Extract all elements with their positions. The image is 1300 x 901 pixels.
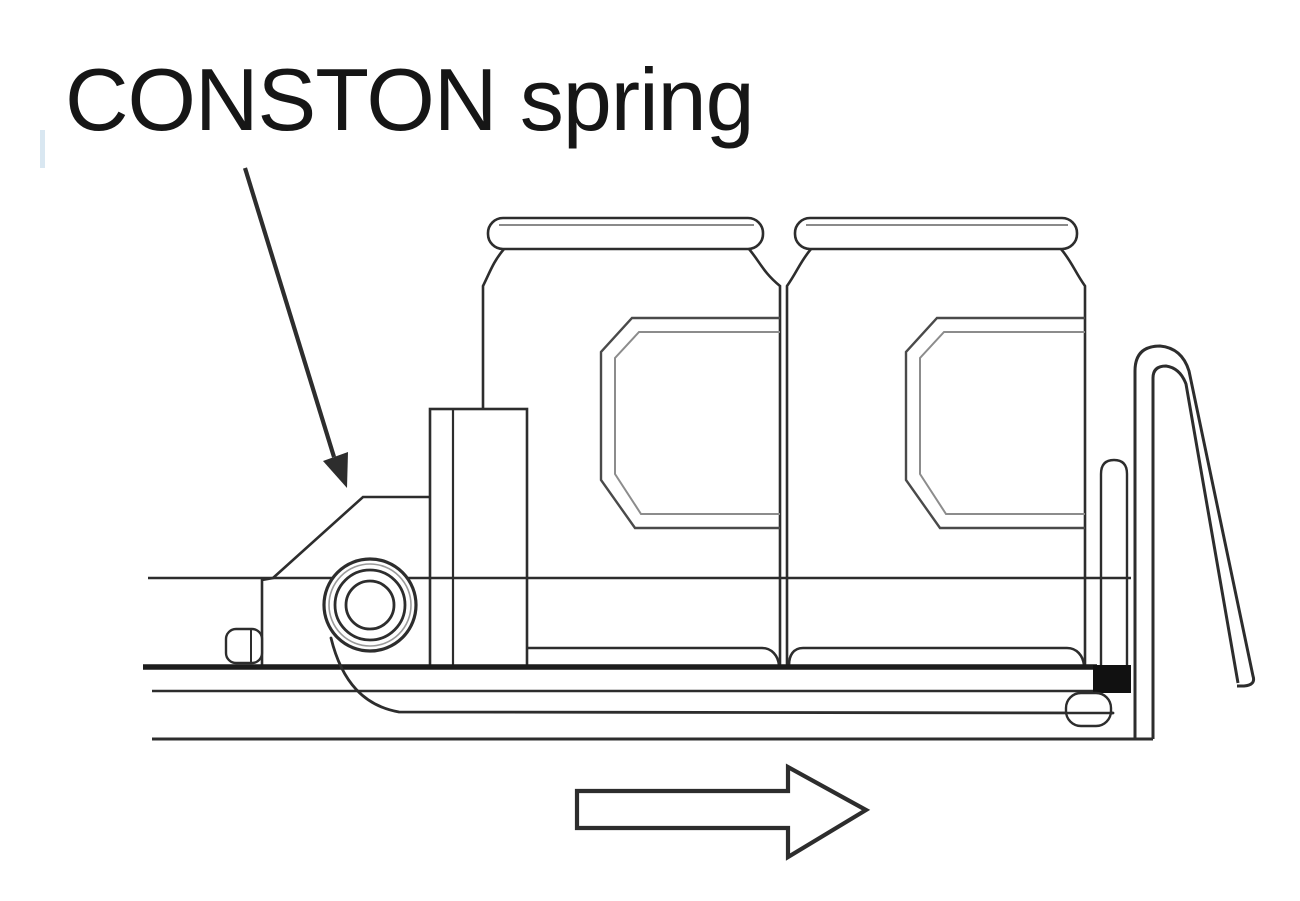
conston-spring-coil bbox=[322, 557, 418, 653]
jar-1-label-panel-outer bbox=[599, 316, 780, 530]
diagram-canvas: CONSTON spring bbox=[40, 50, 1256, 861]
jar-1 bbox=[481, 216, 782, 666]
jar-2 bbox=[785, 216, 1087, 666]
diagram-title: CONSTON spring bbox=[65, 50, 754, 149]
coil-wound-band-ring bbox=[328, 563, 412, 647]
right-arrow-icon bbox=[574, 763, 871, 861]
shelf-rails bbox=[143, 576, 1153, 741]
front-stop-assembly bbox=[1064, 344, 1256, 739]
front-retainer-wire bbox=[1099, 458, 1129, 667]
jar-1-label-panel-inner bbox=[614, 331, 780, 515]
jar-2-base bbox=[787, 646, 1086, 666]
callout-arrow-head bbox=[323, 452, 348, 488]
jar-2-label-panel-outer bbox=[904, 316, 1085, 530]
conston-spring-diagram: CONSTON spring bbox=[40, 16, 1300, 885]
jar-2-right-wall bbox=[1060, 248, 1087, 665]
callout: CONSTON spring bbox=[65, 50, 755, 488]
spring-band bbox=[329, 636, 1115, 715]
pusher-plate bbox=[428, 407, 529, 668]
guide-knob bbox=[224, 627, 264, 665]
callout-arrow-shaft bbox=[242, 167, 337, 458]
coil-inner-ring bbox=[344, 579, 396, 631]
scan-artifact bbox=[40, 130, 45, 168]
down-right-callout-arrow-icon bbox=[242, 167, 348, 488]
jar-2-left-wall bbox=[785, 248, 812, 665]
stop-clip-block bbox=[1093, 665, 1131, 693]
front-stop-hook-outer bbox=[1133, 344, 1256, 739]
coil-outer-ring bbox=[322, 557, 418, 653]
band-anchor-clip bbox=[1064, 691, 1113, 728]
jar-2-lid bbox=[793, 216, 1079, 251]
jar-1-lid bbox=[486, 216, 765, 251]
jar-1-right-wall bbox=[748, 248, 782, 665]
coil-middle-ring bbox=[333, 568, 407, 642]
jar-2-label-panel-inner bbox=[919, 331, 1085, 515]
jar-1-base bbox=[483, 646, 781, 666]
pusher-assembly bbox=[224, 407, 529, 668]
jar-1-left-wall bbox=[481, 248, 505, 665]
front-stop-hook-inner bbox=[1151, 364, 1240, 739]
